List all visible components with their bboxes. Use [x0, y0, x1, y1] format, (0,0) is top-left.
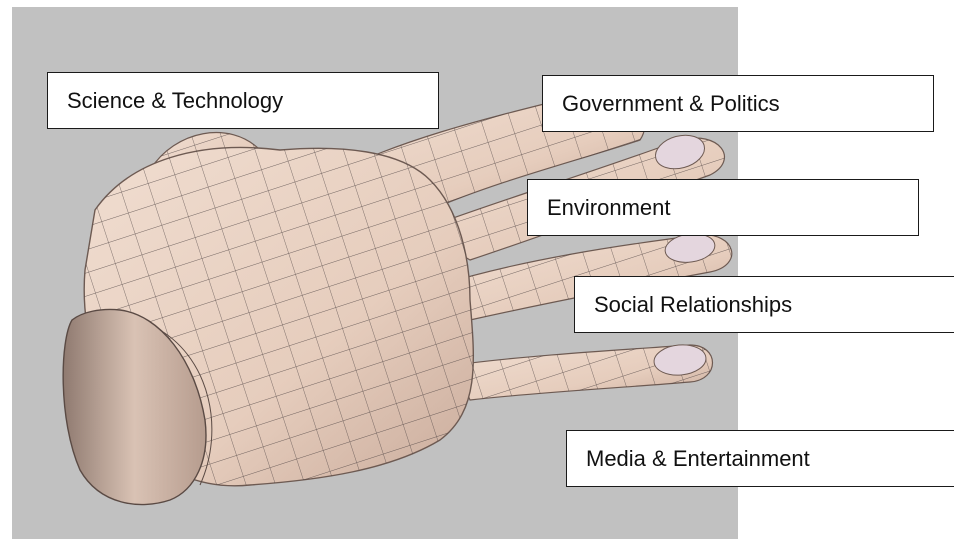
label-media-entertainment: Media & Entertainment: [566, 430, 954, 487]
wrist-cut: [62, 308, 207, 506]
label-environment: Environment: [527, 179, 919, 236]
label-science-technology: Science & Technology: [47, 72, 439, 129]
label-social-relationships: Social Relationships: [574, 276, 954, 333]
fingernails: [653, 134, 716, 376]
label-government-politics: Government & Politics: [542, 75, 934, 132]
